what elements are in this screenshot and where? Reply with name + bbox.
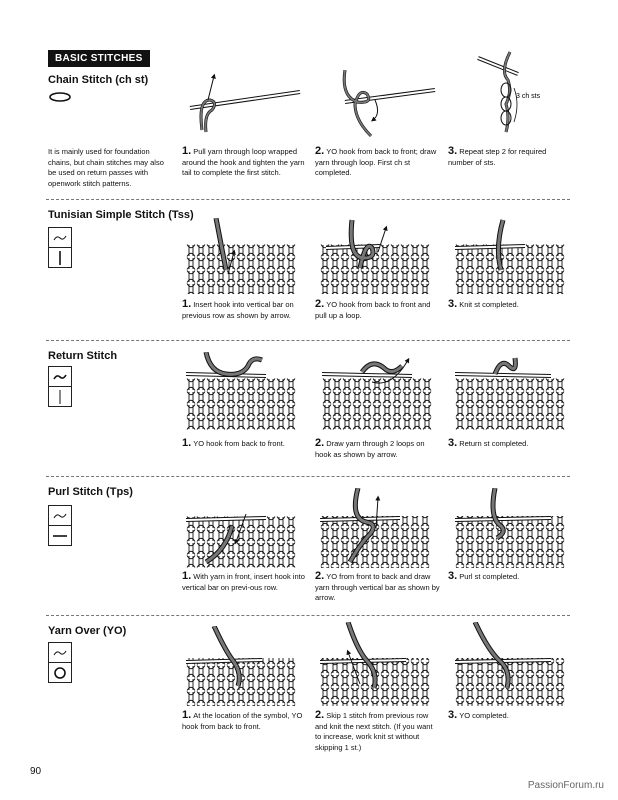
tss-symbol-icon [48,227,72,268]
return-stitch-symbol-icon [48,366,72,407]
page-number: 90 [30,766,41,777]
section-badge: BASIC STITCHES [48,50,150,67]
tss-step-1-caption: 1.Insert hook into vertical bar on previ… [182,299,307,321]
yo-step-1-illustration [186,626,296,708]
chain-step-3-illustration: 3 ch sts [448,48,573,140]
return-step-3-illustration [455,352,565,432]
chain-step-1-illustration [182,70,307,138]
chain-step-2-caption: 2.YO hook from back to front; draw yarn … [315,146,440,179]
purl-step-3-illustration [455,488,565,570]
yarn-over-symbol-icon [48,642,72,683]
return-step-2-illustration [322,352,432,432]
chain-stitch-symbol-icon [48,91,72,103]
section-divider [46,476,570,477]
tss-title: Tunisian Simple Stitch (Tss) [48,209,194,221]
tss-step-2-caption: 2.YO hook from back to front and pull up… [315,299,440,321]
tss-step-3-illustration [455,218,565,294]
section-divider [46,340,570,341]
tss-step-1-illustration [186,218,296,294]
chain-stitch-title: Chain Stitch (ch st) [48,74,148,86]
yo-step-3-illustration [455,622,565,708]
purl-step-2-caption: 2.YO from front to back and draw yarn th… [315,571,440,604]
return-step-2-caption: 2.Draw yarn through 2 loops on hook as s… [315,438,440,460]
return-step-1-caption: 1.YO hook from back to front. [182,438,307,450]
return-stitch-title: Return Stitch [48,350,117,362]
tss-step-3-caption: 3.Knit st completed. [448,299,573,311]
purl-step-1-caption: 1.With yarn in front, insert hook into v… [182,571,307,593]
purl-step-2-illustration [320,488,430,570]
chain-stitch-intro: It is mainly used for foundation chains,… [48,147,166,189]
watermark: PassionForum.ru [528,780,604,791]
purl-stitch-symbol-icon [48,505,72,546]
yo-step-3-caption: 3.YO completed. [448,710,573,722]
yarn-over-title: Yarn Over (YO) [48,625,126,637]
chain-count-annotation: 3 ch sts [516,93,541,100]
return-step-1-illustration [186,352,296,432]
yo-step-2-illustration [320,622,430,708]
chain-step-3-caption: 3.Repeat step 2 for required number of s… [448,146,573,168]
section-divider [46,199,570,200]
section-divider [46,615,570,616]
purl-step-3-caption: 3.Purl st completed. [448,571,573,583]
purl-stitch-title: Purl Stitch (Tps) [48,486,133,498]
return-step-3-caption: 3.Return st completed. [448,438,573,450]
yo-step-2-caption: 2.Skip 1 stitch from previous row and kn… [315,710,440,753]
purl-step-1-illustration [186,490,296,570]
chain-step-1-caption: 1.Pull yarn through loop wrapped around … [182,146,307,179]
chain-step-2-illustration [315,70,440,138]
yo-step-1-caption: 1.At the location of the symbol, YO hook… [182,710,307,732]
tss-step-2-illustration [320,218,430,294]
